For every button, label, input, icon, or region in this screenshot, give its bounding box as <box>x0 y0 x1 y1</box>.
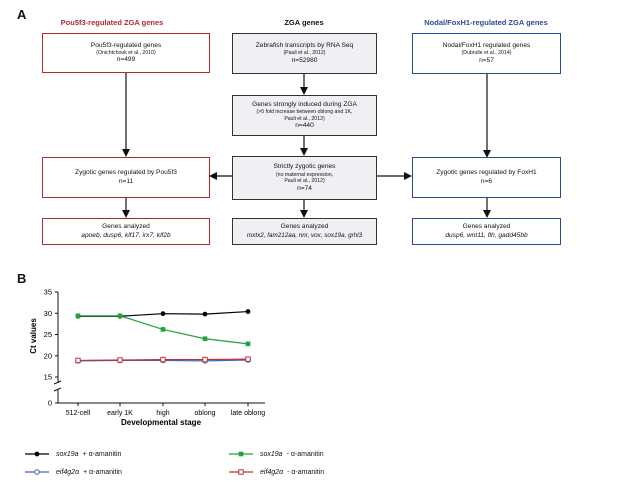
y-tick-label: 20 <box>44 351 52 360</box>
gene-list: mxtx2, fam212aa, nnr, vox, sox19a, grhl3 <box>246 231 363 239</box>
box-text: Zygotic genes regulated by Pou5f3 <box>75 169 177 177</box>
legend-item: eif4g2α- α-amanitin <box>228 467 324 477</box>
box-text: Genes analyzed <box>102 223 150 231</box>
genes-analyzed-foxh1-box: Genes analyzed dusp6, wnt11, flh, gadd45… <box>412 218 561 245</box>
center-column-title: ZGA genes <box>284 18 324 27</box>
box-count: n=57 <box>479 56 494 64</box>
box-count: n=74 <box>297 184 312 192</box>
box-count: n=52980 <box>291 56 318 64</box>
flow-arrows <box>122 73 491 218</box>
series-3 <box>75 356 251 364</box>
genes-strongly-induced-box: Genes strongly induced during ZGA (>5 fo… <box>232 95 377 136</box>
legend-gene: sox19a <box>56 450 79 458</box>
nodal-foxh1-regulated-genes-box: Nodal/FoxH1 regulated genes (Dubrulle et… <box>412 33 561 74</box>
gene-list: dusp6, wnt11, flh, gadd45bb <box>445 231 528 239</box>
y-tick-label: 30 <box>44 309 52 318</box>
legend-item: sox19a- α-amanitin <box>228 449 324 459</box>
data-point <box>245 356 251 362</box>
data-point <box>75 357 81 364</box>
data-point <box>245 341 251 347</box>
chart-series <box>75 309 251 364</box>
legend-item: sox19a+ α-amanitin <box>24 449 121 459</box>
box-citation: (>5 fold increase between oblong and 1K, <box>256 109 353 115</box>
data-point <box>202 356 208 363</box>
right-column-title: Nodal/FoxH1-regulated ZGA genes <box>424 18 548 27</box>
box-citation: Pauli et al., 2012) <box>284 115 325 122</box>
legend-swatch <box>229 451 253 457</box>
left-column-title: Pou5f3-regulated ZGA genes <box>60 18 164 27</box>
pou5f3-regulated-genes-box: Pou5f3-regulated genes (Onichtchouk et a… <box>42 33 210 73</box>
data-point <box>160 311 166 317</box>
x-tick-label: early 1K <box>107 410 133 417</box>
box-count: n=6 <box>480 177 493 185</box>
data-point <box>117 357 123 363</box>
panel-a-letter: A <box>17 7 27 22</box>
x-tick-label: 512-cell <box>66 410 91 417</box>
data-point <box>202 336 208 342</box>
box-text: Nodal/FoxH1 regulated genes <box>442 42 531 50</box>
box-count: n=440 <box>295 122 314 129</box>
x-axis-title: Developmental stage <box>121 418 202 427</box>
data-point <box>160 327 166 332</box>
zebrafish-transcripts-box: Zebrafish transcripts by RNA Seq (Pauli … <box>232 33 377 74</box>
legend-gene: eif4g2α <box>260 468 284 476</box>
legend-treatment: - α-amanitin <box>287 468 325 476</box>
gene-list: apoeb, dusp6, klf17, irx7, klf2b <box>81 231 171 239</box>
x-tick-label: high <box>156 410 169 417</box>
y-tick-label: 15 <box>44 373 52 382</box>
box-text: Genes analyzed <box>462 223 511 231</box>
zygotic-genes-foxh1-box: Zygotic genes regulated by FoxH1 n=6 <box>412 157 561 198</box>
x-tick-label: late oblong <box>231 410 265 417</box>
genes-analyzed-zga-box: Genes analyzed mxtx2, fam212aa, nnr, vox… <box>232 218 377 245</box>
box-text: Strictly zygotic genes <box>273 163 336 171</box>
legend-item: eif4g2α+ α-amanitin <box>24 467 122 477</box>
zygotic-genes-pou5f3-box: Zygotic genes regulated by Pou5f3 n=11 <box>42 157 210 198</box>
data-point <box>117 313 123 319</box>
strictly-zygotic-genes-box: Strictly zygotic genes (no maternal expr… <box>232 156 377 200</box>
data-point <box>75 313 81 319</box>
legend-treatment: - α-amanitin <box>286 450 324 458</box>
box-citation: (no maternal expression, <box>275 171 334 178</box>
box-citation: (Onichtchouk et al., 2010) <box>96 49 156 56</box>
y-tick-label: 25 <box>44 330 52 339</box>
axis-break-mark <box>53 380 62 385</box>
box-citation: Pauli et al., 2012) <box>284 178 325 184</box>
legend-treatment: + α-amanitin <box>82 450 122 458</box>
legend-swatch <box>25 451 49 457</box>
legend-swatch <box>25 469 49 475</box>
box-text: Pou5f3-regulated genes <box>90 41 162 49</box>
legend-swatch <box>229 469 253 475</box>
y-tick-label: 35 <box>44 288 52 297</box>
box-text: Genes analyzed <box>280 223 329 231</box>
box-count: n=11 <box>118 177 134 185</box>
chart-axes <box>53 291 265 406</box>
panel-b-letter: B <box>17 271 27 286</box>
series-0 <box>75 309 251 319</box>
box-citation: (Dubrulle et al., 2014) <box>461 50 512 57</box>
data-point <box>245 309 251 314</box>
box-text: Zebrafish transcripts by RNA Seq <box>255 42 354 50</box>
box-text: Genes strongly induced during ZGA <box>252 100 357 108</box>
data-point <box>202 311 208 317</box>
legend-gene: eif4g2α <box>56 468 80 476</box>
box-count: n=499 <box>116 56 136 64</box>
genes-analyzed-pou5f3-box: Genes analyzed apoeb, dusp6, klf17, irx7… <box>42 218 210 245</box>
legend-gene: sox19a <box>260 450 283 458</box>
box-citation: (Pauli et al., 2012) <box>283 50 326 57</box>
series-1 <box>75 313 251 347</box>
chart-labels: 0 15 20 25 30 35 512-cell early 1K high oblong lat… <box>29 288 265 428</box>
y-axis-title: Ct values <box>29 318 38 354</box>
y-tick-label: 0 <box>48 399 52 408</box>
axis-break-mark <box>53 387 62 392</box>
data-point <box>160 356 166 363</box>
box-text: Zygotic genes regulated by FoxH1 <box>436 169 537 177</box>
x-tick-label: oblong <box>194 410 215 417</box>
legend-treatment: + α-amanitin <box>83 468 122 476</box>
ct-values-line-chart: 0 15 20 25 30 35 512-cell early 1K high oblong lat… <box>29 288 265 428</box>
